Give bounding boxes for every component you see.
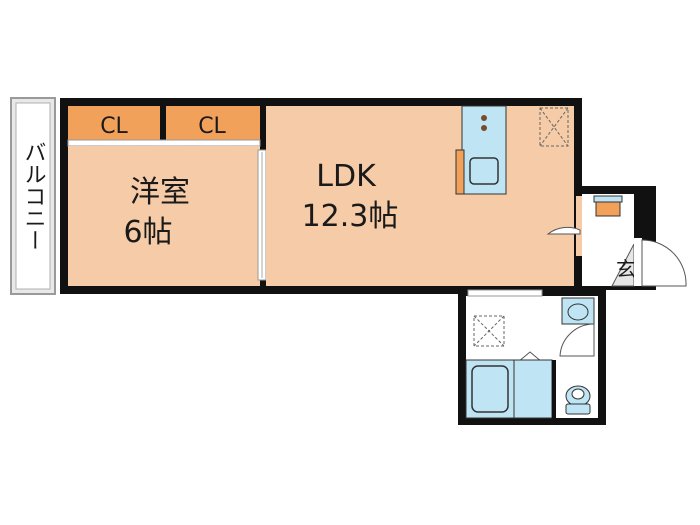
balcony: バルコニー (10, 97, 56, 295)
closet-2: CL (166, 106, 260, 140)
ldk-size: 12.3帖 (302, 199, 399, 234)
wash-basin-icon (561, 297, 595, 325)
washroom (465, 289, 598, 419)
western-room: 洋室 6帖 (68, 146, 260, 286)
ldk-room: LDK 12.3帖 (266, 106, 574, 286)
balcony-label: バルコニー (21, 141, 46, 251)
sliding-door (257, 149, 267, 281)
washer-space-icon (473, 315, 505, 347)
ldk-name: LDK (316, 159, 377, 194)
bathtub-icon (465, 359, 515, 419)
closet-2-label: CL (198, 114, 226, 139)
kitchen-sink-icon (469, 157, 499, 185)
entrance-label: 玄 (616, 257, 636, 281)
shoe-cabinet-icon (595, 201, 621, 217)
entrance: 玄 (582, 194, 687, 287)
fridge-space-icon (539, 107, 569, 147)
closet-1: CL (68, 106, 160, 140)
toilet-icon (556, 362, 598, 418)
stove-icon (481, 115, 487, 131)
western-room-size: 6帖 (123, 215, 172, 250)
kitchen-counter (455, 105, 507, 195)
door-swing-icon (546, 196, 582, 256)
closet-1-label: CL (100, 114, 128, 139)
western-room-name: 洋室 (130, 175, 190, 210)
